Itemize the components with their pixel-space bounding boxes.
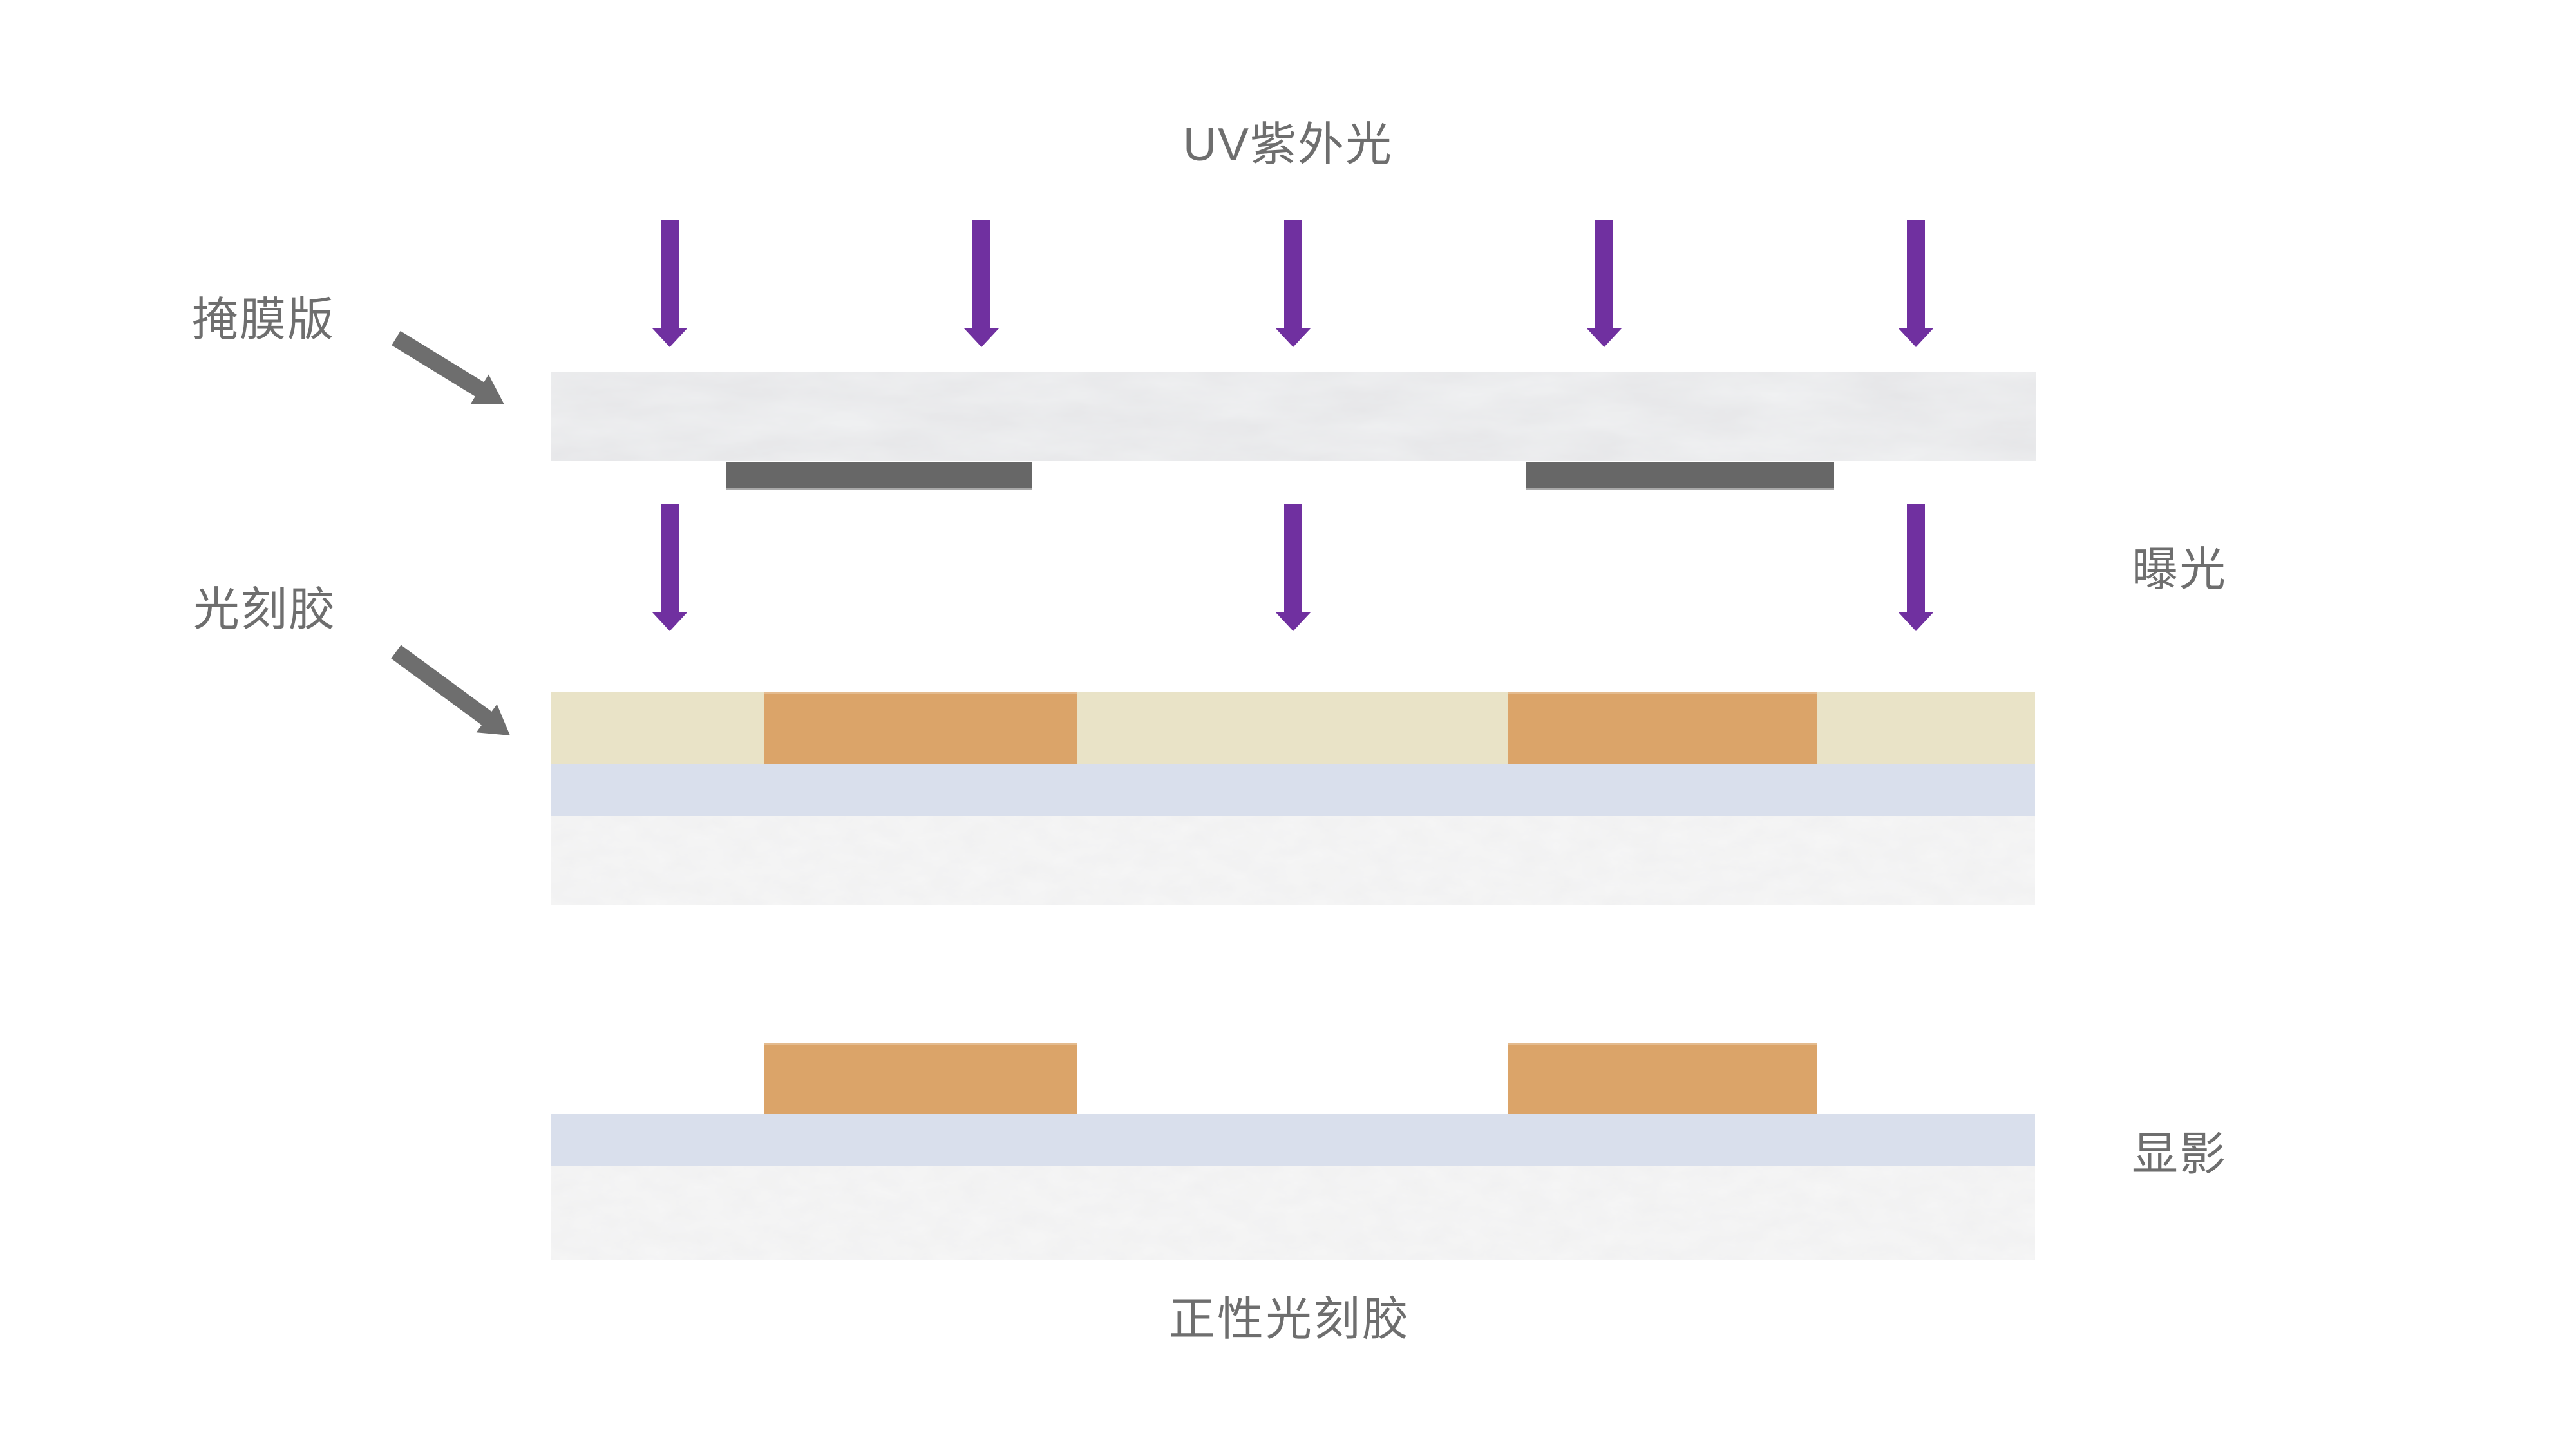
resist-unexposed-segment — [764, 692, 1077, 764]
mask-plate-label: 掩膜版 — [192, 294, 336, 346]
mask-opaque-region — [726, 462, 1032, 490]
uv-arrow-icon — [1899, 220, 1933, 347]
uv-light-title: UV紫外光 — [1182, 119, 1394, 171]
substrate-layer — [551, 1166, 2035, 1260]
oxide-layer — [551, 764, 2035, 816]
oxide-layer — [551, 1114, 2035, 1166]
mask-plate-bar — [551, 372, 2036, 461]
uv-arrow-icon — [652, 504, 687, 631]
uv-arrow-icon — [1587, 220, 1622, 347]
mask-opaque-region — [1526, 462, 1834, 490]
uv-arrow-icon — [652, 220, 687, 347]
photoresist-pointer-arrow-icon — [391, 645, 510, 735]
positive-resist-caption: 正性光刻胶 — [1169, 1294, 1411, 1345]
substrate-layer — [551, 816, 2035, 905]
uv-arrow-icon — [1899, 504, 1933, 631]
development-stage-label: 显影 — [2132, 1129, 2228, 1180]
uv-arrow-icon — [1276, 220, 1311, 347]
uv-arrow-icon — [1276, 504, 1311, 631]
developed-resist-block — [764, 1043, 1077, 1114]
exposure-stage-label: 曝光 — [2132, 544, 2228, 596]
photoresist-layer — [551, 692, 2035, 764]
resist-unexposed-segment — [1508, 692, 1817, 764]
developed-resist-block — [1508, 1043, 1817, 1114]
photoresist-label: 光刻胶 — [193, 584, 337, 636]
mask-pointer-arrow-icon — [392, 330, 504, 404]
uv-arrow-icon — [964, 220, 999, 347]
